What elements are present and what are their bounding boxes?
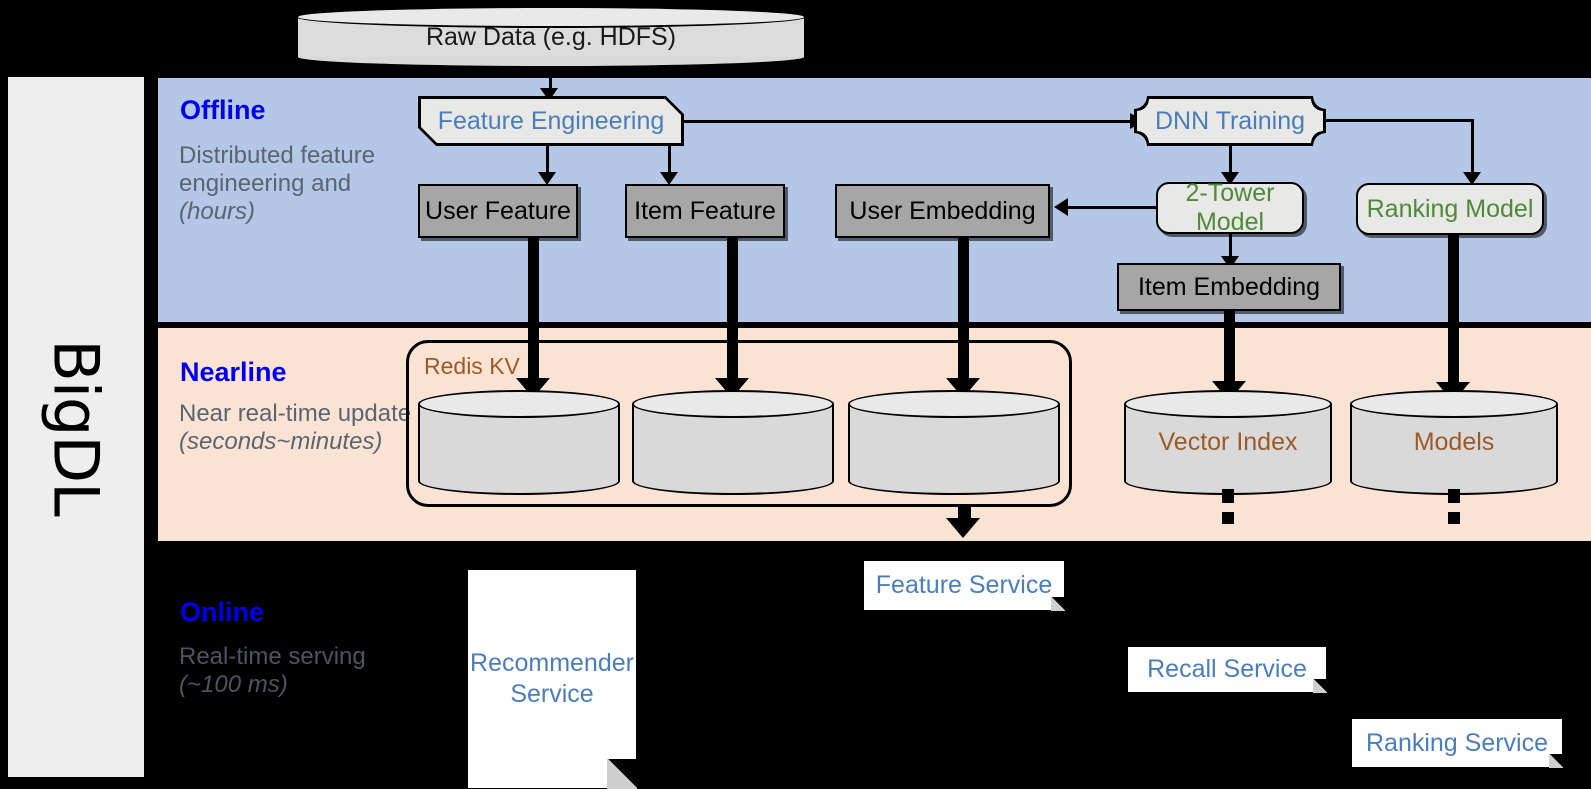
node-item-feature[interactable]: Item Feature <box>625 184 785 238</box>
raw-data-label: Raw Data (e.g. HDFS) <box>425 22 677 51</box>
stage-subtitle-online: Real-time serving (~100 ms) <box>179 643 409 699</box>
node-user-embedding-label: User Embedding <box>849 196 1036 225</box>
stage-subtitle-online-text: Real-time serving <box>179 643 366 670</box>
service-recommender[interactable]: Recommender Service <box>468 570 637 789</box>
stage-title-online: Online <box>180 597 265 627</box>
pipe-models-ranking-a <box>1448 489 1460 503</box>
arrowhead-dnn-ranking <box>1463 172 1481 185</box>
stage-subtitle-online-em: (~100 ms) <box>179 671 288 699</box>
store-user-feature[interactable] <box>418 390 620 495</box>
page-curl-icon <box>607 759 637 789</box>
connector-rawdata-fe <box>549 68 552 90</box>
page-curl-icon <box>1313 679 1327 693</box>
pipe-redis-featureservice <box>958 505 971 520</box>
stage-subtitle-nearline-text: Near real-time update <box>179 400 412 427</box>
service-ranking-label: Ranking Service <box>1365 728 1549 757</box>
service-recall[interactable]: Recall Service <box>1128 647 1327 693</box>
cylinder-top <box>418 390 620 418</box>
cylinder-top <box>1350 390 1558 418</box>
node-ranking-model[interactable]: Ranking Model <box>1356 183 1544 235</box>
connector-fe-dnn <box>684 120 1132 123</box>
store-vector-index[interactable]: Vector Index <box>1124 390 1332 495</box>
framework-sidebar: BigDL <box>8 77 144 777</box>
pipe-vectorindex-recall-b <box>1222 512 1234 524</box>
pipe-vectorindex-recall-a <box>1222 489 1234 503</box>
arrowhead-redis-featureservice <box>946 518 980 538</box>
stage-subtitle-offline-text: Distributed feature engineering and <box>179 142 376 198</box>
stage-subtitle-offline: Distributed feature engineering and (hou… <box>179 142 409 226</box>
pipe-userfeature-store <box>528 238 539 386</box>
cylinder-top <box>296 6 806 28</box>
pipe-itemfeature-store <box>727 238 738 386</box>
arrowhead-twotower-userembedding <box>1054 198 1068 216</box>
page-curl-icon <box>1051 597 1065 611</box>
store-models-label: Models <box>1413 428 1495 456</box>
node-dnn-training-label: DNN Training <box>1154 106 1306 135</box>
store-item-feature-label <box>632 390 834 495</box>
raw-data-store: Raw Data (e.g. HDFS) <box>296 6 806 68</box>
service-recommender-label-line1: Recommender <box>470 648 634 677</box>
group-redis-kv <box>406 340 1072 507</box>
group-redis-kv-label: Redis KV <box>424 353 520 379</box>
connector-twotower-itememb <box>1229 234 1232 260</box>
store-vector-index-label: Vector Index <box>1158 428 1298 456</box>
stage-title-offline: Offline <box>180 95 266 125</box>
node-user-feature[interactable]: User Feature <box>418 184 578 238</box>
node-item-feature-label: Item Feature <box>634 196 776 225</box>
node-ranking-model-label: Ranking Model <box>1366 194 1534 223</box>
cylinder-top <box>848 390 1060 418</box>
pipe-itemembedding-vectorindex <box>1224 311 1235 389</box>
cylinder-top <box>1124 390 1332 418</box>
store-user-feature-label <box>418 390 620 495</box>
page-curl-icon <box>1549 754 1563 768</box>
node-user-embedding[interactable]: User Embedding <box>835 184 1050 238</box>
node-fill <box>1137 99 1323 143</box>
connector-fe-itemfeature <box>668 146 671 174</box>
service-recommender-label-line2: Service <box>510 680 594 708</box>
pipe-userembedding-store <box>958 238 969 386</box>
framework-label: BigDL <box>39 338 113 516</box>
pipe-rankingmodel-models <box>1448 235 1459 390</box>
node-user-feature-label: User Feature <box>425 196 571 225</box>
arrowhead-fe-userfeature <box>538 172 556 185</box>
node-feature-engineering[interactable]: Feature Engineering <box>418 96 684 146</box>
node-item-embedding-label: Item Embedding <box>1137 272 1321 301</box>
node-two-tower-model[interactable]: 2-Tower Model <box>1156 179 1304 236</box>
service-feature-label: Feature Service <box>875 571 1053 599</box>
stage-subtitle-offline-em: (hours) <box>179 198 256 226</box>
store-user-embedding[interactable] <box>848 390 1060 495</box>
node-fill <box>421 99 681 143</box>
service-feature[interactable]: Feature Service <box>864 561 1065 611</box>
store-user-embedding-label <box>848 390 1060 495</box>
service-recall-label: Recall Service <box>1147 655 1307 683</box>
connector-dnn-twotower <box>1229 146 1232 174</box>
arrowhead-fe-itemfeature <box>660 172 678 185</box>
stage-title-nearline: Nearline <box>180 357 287 387</box>
stage-subtitle-nearline: Near real-time update (seconds~minutes) <box>179 400 419 456</box>
node-item-embedding[interactable]: Item Embedding <box>1117 263 1341 311</box>
store-item-feature[interactable] <box>632 390 834 495</box>
connector-dnn-ranking-v <box>1471 119 1474 174</box>
arrowhead-dnn-twotower <box>1221 172 1239 185</box>
node-feature-engineering-label: Feature Engineering <box>437 106 665 135</box>
node-dnn-training[interactable]: DNN Training <box>1134 96 1326 146</box>
service-ranking[interactable]: Ranking Service <box>1352 719 1563 768</box>
connector-fe-userfeature <box>546 146 549 174</box>
connector-twotower-userembedding <box>1068 206 1158 209</box>
cylinder-top <box>632 390 834 418</box>
store-models[interactable]: Models <box>1350 390 1558 495</box>
pipe-models-ranking-b <box>1448 512 1460 524</box>
stage-subtitle-nearline-em: (seconds~minutes) <box>179 428 383 456</box>
node-two-tower-model-label: 2-Tower Model <box>1185 179 1275 236</box>
connector-dnn-ranking-h <box>1326 119 1474 122</box>
